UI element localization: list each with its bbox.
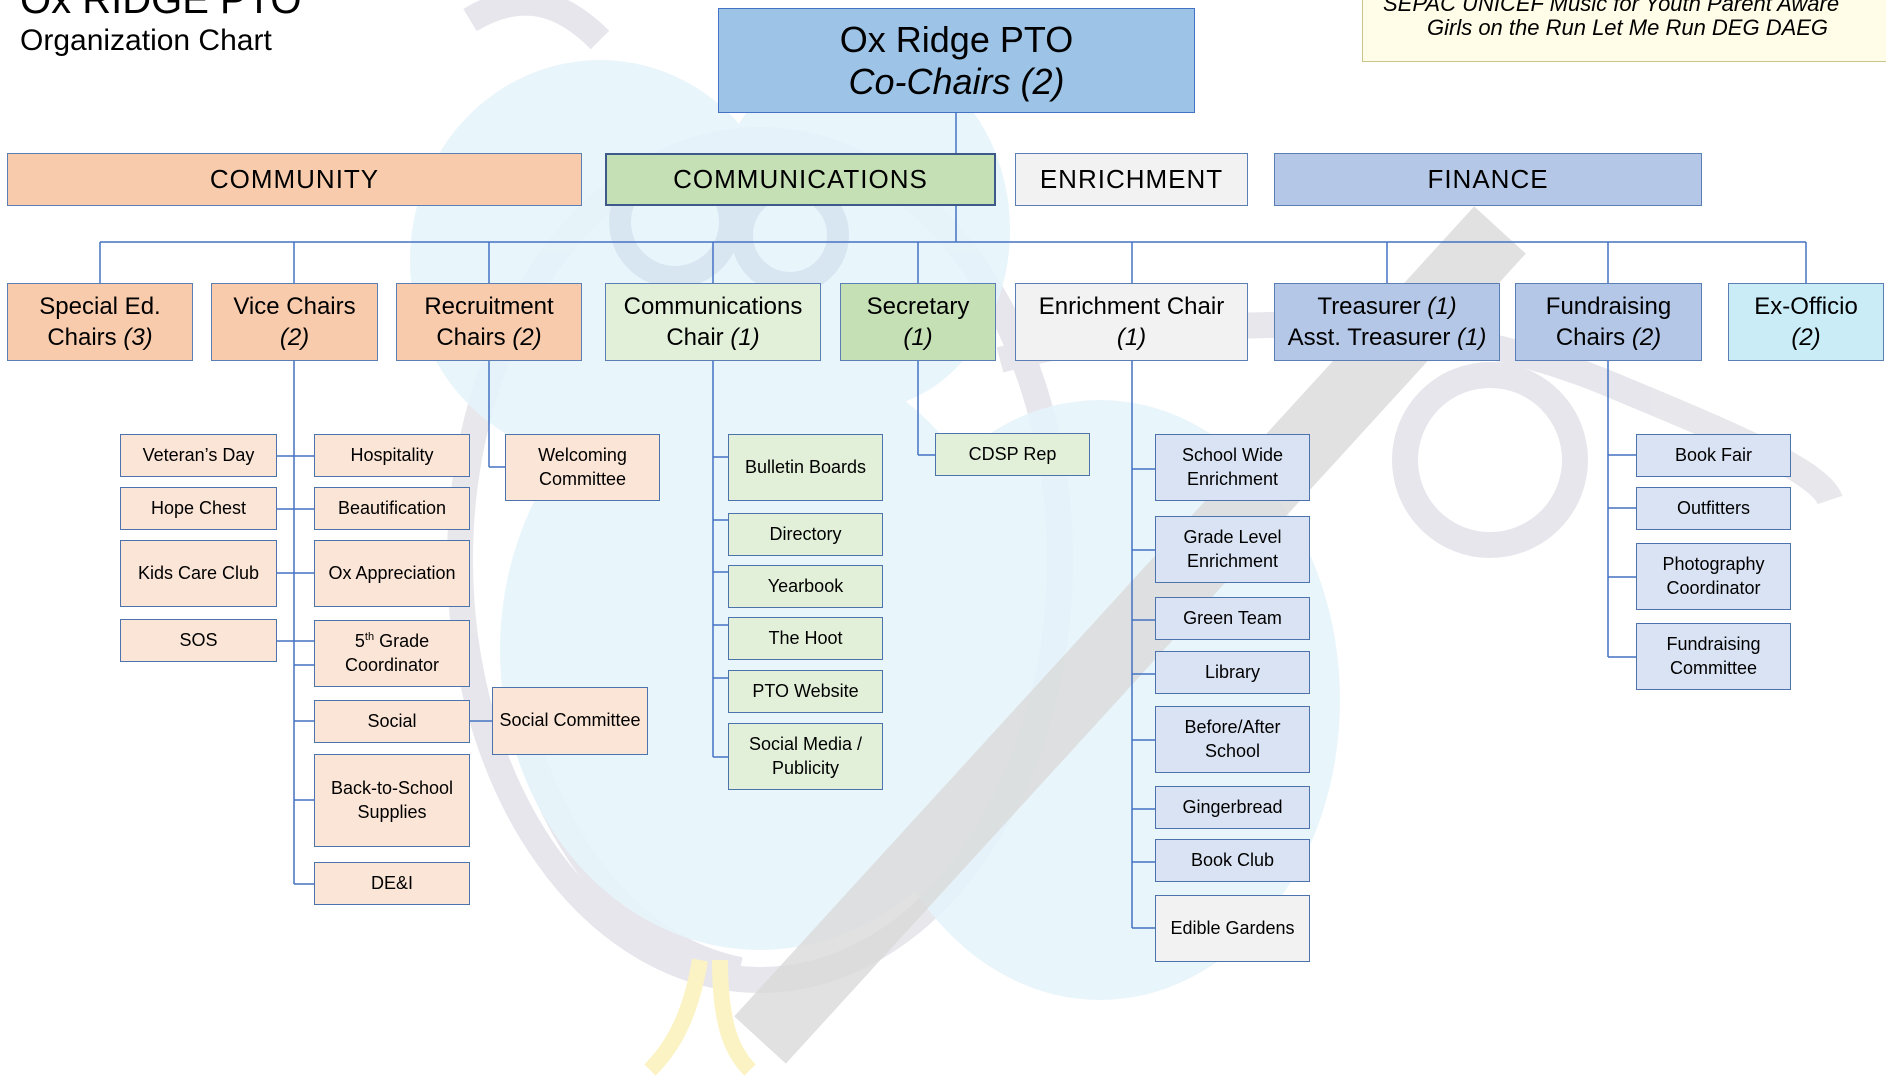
chart-title: Ox RIDGE PTO <box>20 0 302 22</box>
committee-5th-grade-coordinator: 5th Grade Coordinator <box>314 620 470 687</box>
committee-social-media-publicity: Social Media / Publicity <box>728 723 883 790</box>
committee-kids-care-club: Kids Care Club <box>120 540 277 607</box>
category-community: COMMUNITY <box>7 153 582 206</box>
committee-bulletin-boards: Bulletin Boards <box>728 434 883 501</box>
role-fundraising-chairs: Fundraising Chairs (2) <box>1515 283 1702 361</box>
committee-grade-level-enrichment: Grade Level Enrichment <box>1155 516 1310 583</box>
category-communications: COMMUNICATIONS <box>605 153 996 206</box>
committee-book-fair: Book Fair <box>1636 434 1791 477</box>
committee-edible-gardens: Edible Gardens <box>1155 895 1310 962</box>
committee-welcoming: Welcoming Committee <box>505 434 660 501</box>
category-finance: FINANCE <box>1274 153 1702 206</box>
role-secretary: Secretary (1) <box>840 283 996 361</box>
committee-veterans-day: Veteran’s Day <box>120 434 277 477</box>
category-enrichment: ENRICHMENT <box>1015 153 1248 206</box>
committee-cdsp-rep: CDSP Rep <box>935 433 1090 476</box>
co-chairs-label: Co-Chairs (2) <box>848 60 1065 102</box>
programs-note-line-2: Girls on the Run Let Me Run DEG DAEG <box>1427 15 1829 40</box>
programs-note: SEPAC UNICEF Music for Youth Parent Awar… <box>1362 0 1886 62</box>
committee-gingerbread: Gingerbread <box>1155 786 1310 829</box>
role-vice-chairs: Vice Chairs (2) <box>211 283 378 361</box>
committee-social: Social <box>314 700 470 743</box>
committee-beautification: Beautification <box>314 487 470 530</box>
committee-social-committee: Social Committee <box>492 687 648 755</box>
committee-before-after-school: Before/After School <box>1155 706 1310 773</box>
committee-book-club: Book Club <box>1155 839 1310 882</box>
committee-ox-appreciation: Ox Appreciation <box>314 540 470 607</box>
committee-school-wide-enrichment: School Wide Enrichment <box>1155 434 1310 501</box>
committee-back-to-school-supplies: Back-to-School Supplies <box>314 754 470 847</box>
committee-pto-website: PTO Website <box>728 670 883 713</box>
role-special-ed-chairs: Special Ed. Chairs (3) <box>7 283 193 361</box>
committee-the-hoot: The Hoot <box>728 617 883 660</box>
role-enrichment-chair: Enrichment Chair (1) <box>1015 283 1248 361</box>
committee-outfitters: Outfitters <box>1636 487 1791 530</box>
committee-library: Library <box>1155 651 1310 694</box>
programs-note-line-1: SEPAC UNICEF Music for Youth Parent Awar… <box>1383 0 1840 16</box>
committee-sos: SOS <box>120 619 277 662</box>
role-treasurer: Treasurer (1) Asst. Treasurer (1) <box>1274 283 1500 361</box>
pto-name: Ox Ridge PTO <box>839 19 1074 61</box>
chart-subtitle: Organization Chart <box>20 24 272 57</box>
committee-hope-chest: Hope Chest <box>120 487 277 530</box>
committee-dei: DE&I <box>314 862 470 905</box>
role-ex-officio: Ex-Officio (2) <box>1728 283 1884 361</box>
committee-yearbook: Yearbook <box>728 565 883 608</box>
committee-photography-coordinator: Photography Coordinator <box>1636 543 1791 610</box>
role-recruitment-chairs: Recruitment Chairs (2) <box>396 283 582 361</box>
committee-fundraising-committee: Fundraising Committee <box>1636 623 1791 690</box>
committee-green-team: Green Team <box>1155 597 1310 640</box>
committee-hospitality: Hospitality <box>314 434 470 477</box>
committee-directory: Directory <box>728 513 883 556</box>
role-communications-chair: Communications Chair (1) <box>605 283 821 361</box>
co-chairs-box: Ox Ridge PTO Co-Chairs (2) <box>718 8 1195 113</box>
